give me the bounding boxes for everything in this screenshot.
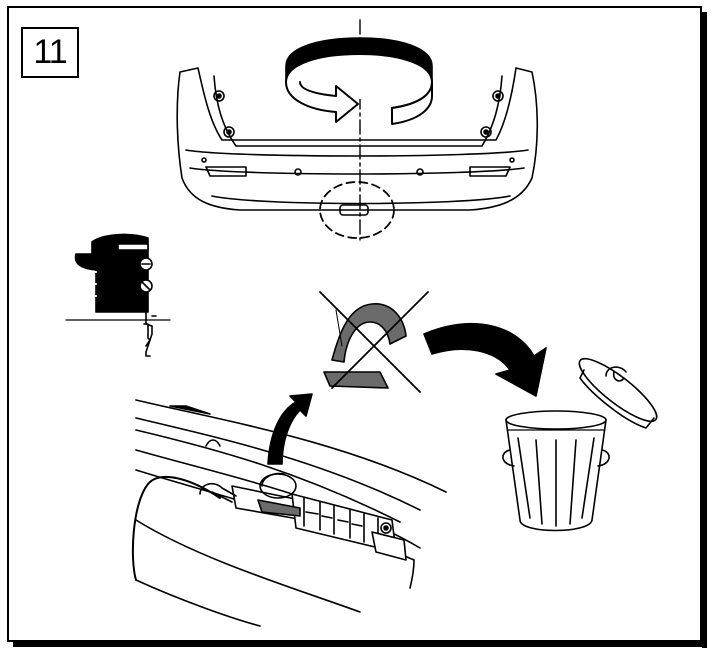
cross-out-icon bbox=[319, 291, 429, 393]
step-number: 11 bbox=[21, 27, 79, 78]
bumper-detail bbox=[131, 399, 447, 627]
frame-shadow-bottom bbox=[13, 642, 707, 647]
rear-bumper bbox=[176, 67, 539, 216]
trash-bin-icon bbox=[502, 357, 658, 532]
tape-piece bbox=[323, 303, 407, 389]
removal-arrow-icon bbox=[267, 393, 313, 465]
rotate-arrow-icon bbox=[285, 37, 433, 125]
detail-circle bbox=[319, 181, 395, 239]
instruction-frame bbox=[7, 6, 702, 642]
jigsaw-tool-icon bbox=[65, 233, 171, 357]
frame-shadow-right bbox=[702, 12, 707, 648]
discard-arrow-icon bbox=[423, 322, 547, 397]
